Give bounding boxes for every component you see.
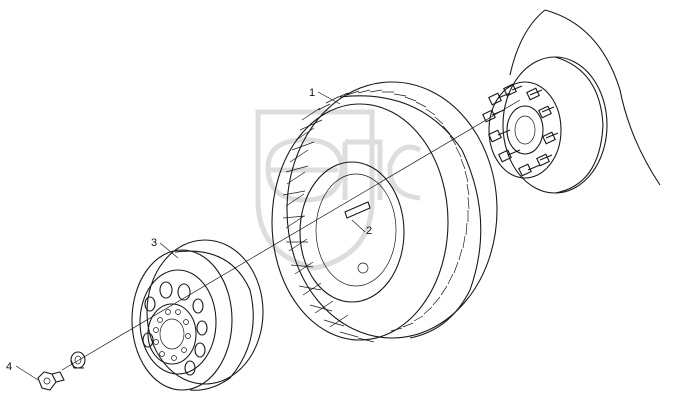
- tire: [271, 81, 498, 343]
- callout-3: 3: [151, 237, 157, 249]
- wheel-nut: [37, 371, 65, 391]
- callout-1: 1: [309, 87, 315, 99]
- wheel-holes: [142, 281, 208, 376]
- wheel-spacer: [70, 351, 86, 369]
- wheel-studs: [482, 83, 559, 177]
- callout-2: 2: [366, 225, 372, 237]
- watermark-logo: [255, 109, 422, 271]
- disc-wheel: [131, 239, 264, 391]
- wheel-stud-holes: [153, 309, 191, 361]
- tire-tread: [282, 89, 470, 343]
- wheel-hub-assembly: [482, 9, 661, 194]
- callout-4: 4: [6, 361, 12, 373]
- leader-lines: [15, 91, 366, 381]
- assembly-axis: [61, 99, 521, 371]
